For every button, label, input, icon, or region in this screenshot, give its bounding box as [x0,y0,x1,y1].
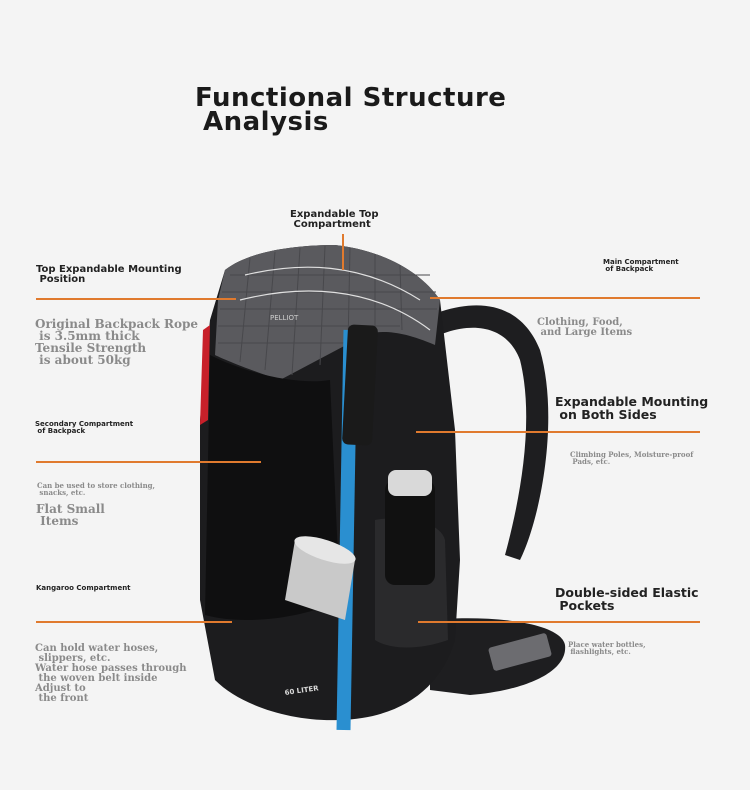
label-flat-small: Flat Small Items [36,502,105,528]
label-store: Can be used to store clothing, snacks, e… [37,481,155,497]
leader-top-mount [36,298,236,300]
compression-cords [239,266,431,331]
label-poles: Climbing Poles, Moisture-proof Pads, etc… [570,450,694,466]
label-elastic: Double-sided Elastic Pockets [555,585,699,613]
leader-main-compartment [430,297,700,299]
leader-top-compartment [342,234,344,270]
title-line-2: Analysis [203,107,329,137]
leader-elastic [418,621,700,623]
top-grid-panel [215,245,440,380]
bottle-cap [388,470,432,496]
page-title: Functional Structure Analysis [195,83,507,137]
title-line-1: Functional Structure [195,83,507,113]
label-top-mount: Top Expandable Mounting Position [36,264,182,285]
label-bottles: Place water bottles, flashlights, etc. [568,640,646,656]
label-top-compartment: Expandable Top Compartment [290,209,379,230]
label-secondary: Secondary Compartment of Backpack [35,420,134,435]
leader-kangaroo [36,621,232,623]
label-hoses: Can hold water hoses, slippers, etc. Wat… [35,643,187,704]
leader-secondary [36,461,261,463]
brand-logo: PELLIOT [270,314,299,322]
cup-rim [294,536,356,564]
label-rope: Original Backpack Rope is 3.5mm thick Te… [35,317,199,367]
pole-grip [342,324,378,446]
label-kangaroo: Kangaroo Compartment [36,584,131,592]
phone [488,633,552,671]
label-expand-sides: Expandable Mounting on Both Sides [555,394,709,422]
grid-pattern [218,245,437,376]
water-bottle [385,480,435,585]
label-main-compartment: Main Compartment of Backpack [603,258,679,273]
label-clothing: Clothing, Food, and Large Items [537,317,633,338]
side-trim [200,325,210,425]
leader-expand-sides [416,431,700,433]
